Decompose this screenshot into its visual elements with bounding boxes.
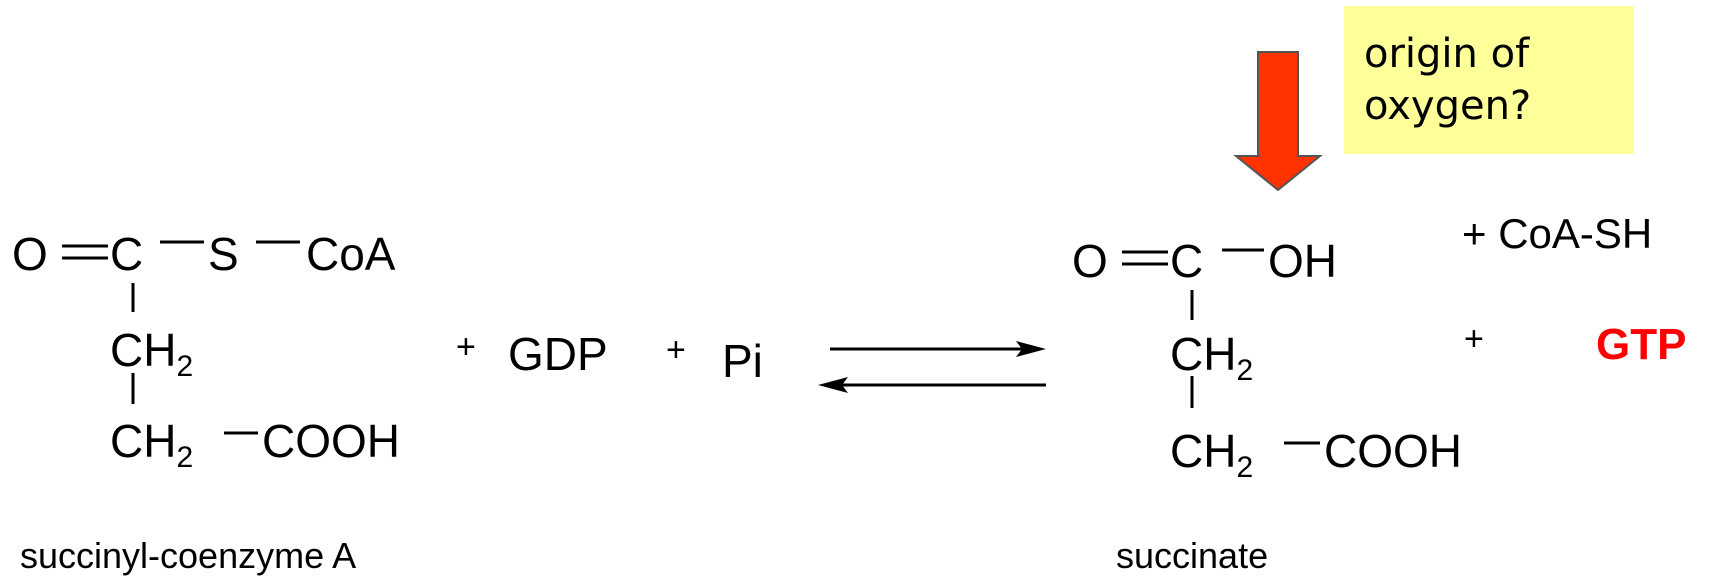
product-carbon: C: [1170, 235, 1204, 287]
product-ch2-upper: CH2: [1170, 331, 1253, 386]
product-ch2-lower-subscript: 2: [1236, 451, 1254, 484]
product-ch2-lower-ch: CH: [1170, 425, 1237, 477]
product-ch2-upper-ch: CH: [1170, 328, 1237, 380]
forward-arrow-head: [1016, 341, 1046, 357]
plus-sign-3: +: [1464, 320, 1484, 358]
reactant-carbonyl-oxygen: O: [12, 228, 48, 280]
product-carbonyl-oxygen: O: [1072, 235, 1108, 287]
reverse-arrow-head: [818, 377, 848, 393]
reactant-ch2-lower-subscript: 2: [176, 441, 194, 474]
reactant-sulfur: S: [208, 228, 239, 280]
red-down-arrow-icon: [1233, 51, 1323, 192]
reactant-ch2-lower: CH2: [110, 418, 193, 473]
reactant-ch2-upper-ch: CH: [110, 324, 177, 376]
product-cooh: COOH: [1324, 425, 1462, 477]
product-name: succinate: [1116, 535, 1269, 576]
plus-sign-2: +: [666, 331, 686, 369]
coa-sh-label: + CoA-SH: [1462, 210, 1653, 257]
gdp-label: GDP: [508, 328, 608, 380]
reactant-name: succinyl-coenzyme A: [20, 535, 357, 576]
product-ch2-upper-subscript: 2: [1236, 354, 1254, 387]
reactant-ch2-upper-subscript: 2: [176, 350, 194, 383]
reactant-ch2-upper: CH2: [110, 327, 193, 382]
reactant-cooh: COOH: [262, 415, 400, 467]
plus-sign-1: +: [456, 328, 476, 366]
reactant-carbon: C: [110, 228, 144, 280]
reactant-coa: CoA: [306, 228, 396, 280]
reactant-ch2-lower-ch: CH: [110, 415, 177, 467]
gtp-label: GTP: [1596, 320, 1687, 369]
callout-line-2: oxygen?: [1364, 83, 1532, 129]
pi-label: Pi: [722, 335, 763, 387]
product-oh: OH: [1268, 235, 1337, 287]
callout-line-1: origin of: [1364, 31, 1530, 77]
origin-of-oxygen-callout: origin of oxygen?: [1344, 6, 1634, 154]
product-ch2-lower: CH2: [1170, 428, 1253, 483]
